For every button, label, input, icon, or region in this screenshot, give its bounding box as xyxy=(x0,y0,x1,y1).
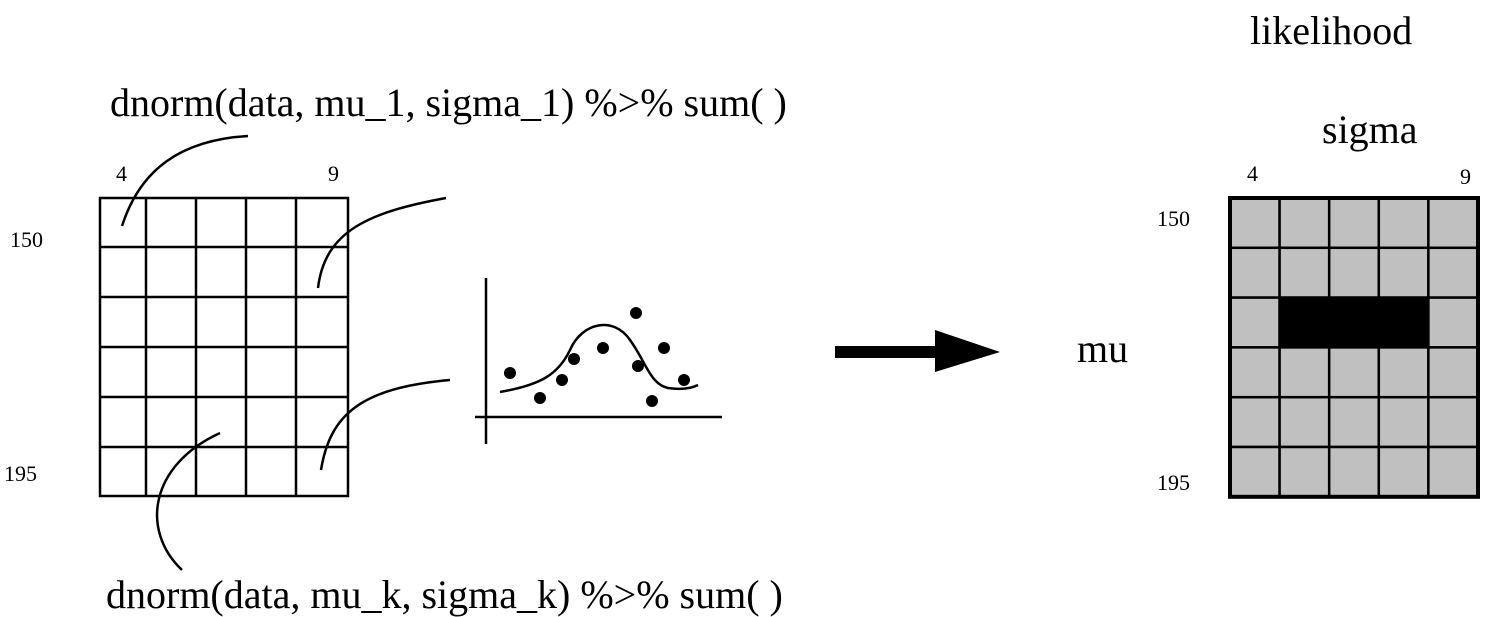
likelihood-cell xyxy=(1327,246,1381,299)
data-point xyxy=(504,367,516,379)
normal-fit-plot xyxy=(475,278,722,444)
sigma-axis-title: sigma xyxy=(1322,107,1418,152)
likelihood-mu-end-label: 195 xyxy=(1157,470,1190,495)
likelihood-cell xyxy=(1228,395,1281,449)
bottom-formula-label: dnorm(data, mu_k, sigma_k) %>% sum( ) xyxy=(106,572,783,617)
likelihood-cell xyxy=(1427,346,1480,399)
data-point xyxy=(658,342,670,354)
likelihood-cell xyxy=(1327,196,1381,250)
connector-curve-bottom-right xyxy=(319,378,451,471)
density-curve xyxy=(499,323,699,394)
likelihood-cell xyxy=(1427,445,1480,499)
likelihood-cell xyxy=(1377,395,1430,449)
likelihood-cell xyxy=(1228,445,1281,499)
likelihood-cell-high xyxy=(1377,296,1430,349)
data-point xyxy=(534,392,546,404)
connector-curve-bottom-left xyxy=(155,431,221,571)
data-point xyxy=(597,342,609,354)
parameter-grid xyxy=(98,196,350,498)
likelihood-cell xyxy=(1427,246,1480,299)
likelihood-cell xyxy=(1377,246,1430,299)
data-point xyxy=(568,353,580,365)
connector-curves xyxy=(120,134,451,571)
connector-curve-top-left xyxy=(120,134,249,227)
likelihood-sigma-end-label: 9 xyxy=(1460,164,1471,189)
likelihood-cell xyxy=(1278,346,1331,399)
data-point xyxy=(556,374,568,386)
likelihood-title: likelihood xyxy=(1250,8,1412,53)
likelihood-cell xyxy=(1278,196,1331,250)
mu-end-label: 195 xyxy=(4,461,37,486)
likelihood-grid-border xyxy=(1228,196,1480,499)
top-formula-label: dnorm(data, mu_1, sigma_1) %>% sum( ) xyxy=(110,80,787,125)
sigma-end-label: 9 xyxy=(328,161,339,186)
mu-axis-title: mu xyxy=(1077,326,1128,371)
likelihood-cell xyxy=(1377,196,1430,250)
likelihood-cell xyxy=(1377,346,1430,399)
likelihood-cell xyxy=(1327,395,1381,449)
likelihood-mu-start-label: 150 xyxy=(1157,206,1190,231)
likelihood-cell xyxy=(1228,346,1281,399)
likelihood-cell-high xyxy=(1278,296,1331,349)
data-point xyxy=(678,374,690,386)
likelihood-grid xyxy=(1228,196,1480,499)
likelihood-cell xyxy=(1427,196,1480,250)
likelihood-cell xyxy=(1377,445,1430,499)
likelihood-cell xyxy=(1327,445,1381,499)
data-point xyxy=(630,307,642,319)
likelihood-cell-high xyxy=(1327,296,1381,349)
mu-start-label: 150 xyxy=(10,227,43,252)
likelihood-cell xyxy=(1278,395,1331,449)
connector-curve-top-right xyxy=(316,196,447,289)
likelihood-cell xyxy=(1228,196,1281,250)
arrow-icon xyxy=(835,330,1000,372)
data-point xyxy=(646,395,658,407)
likelihood-cell xyxy=(1228,296,1281,349)
likelihood-cell xyxy=(1278,445,1331,499)
likelihood-cell xyxy=(1327,346,1381,399)
likelihood-sigma-start-label: 4 xyxy=(1247,161,1258,186)
sigma-start-label: 4 xyxy=(116,161,127,186)
likelihood-cell xyxy=(1228,246,1281,299)
data-point xyxy=(632,360,644,372)
likelihood-cell xyxy=(1427,395,1480,449)
likelihood-cell xyxy=(1427,296,1480,349)
likelihood-cell xyxy=(1278,246,1331,299)
